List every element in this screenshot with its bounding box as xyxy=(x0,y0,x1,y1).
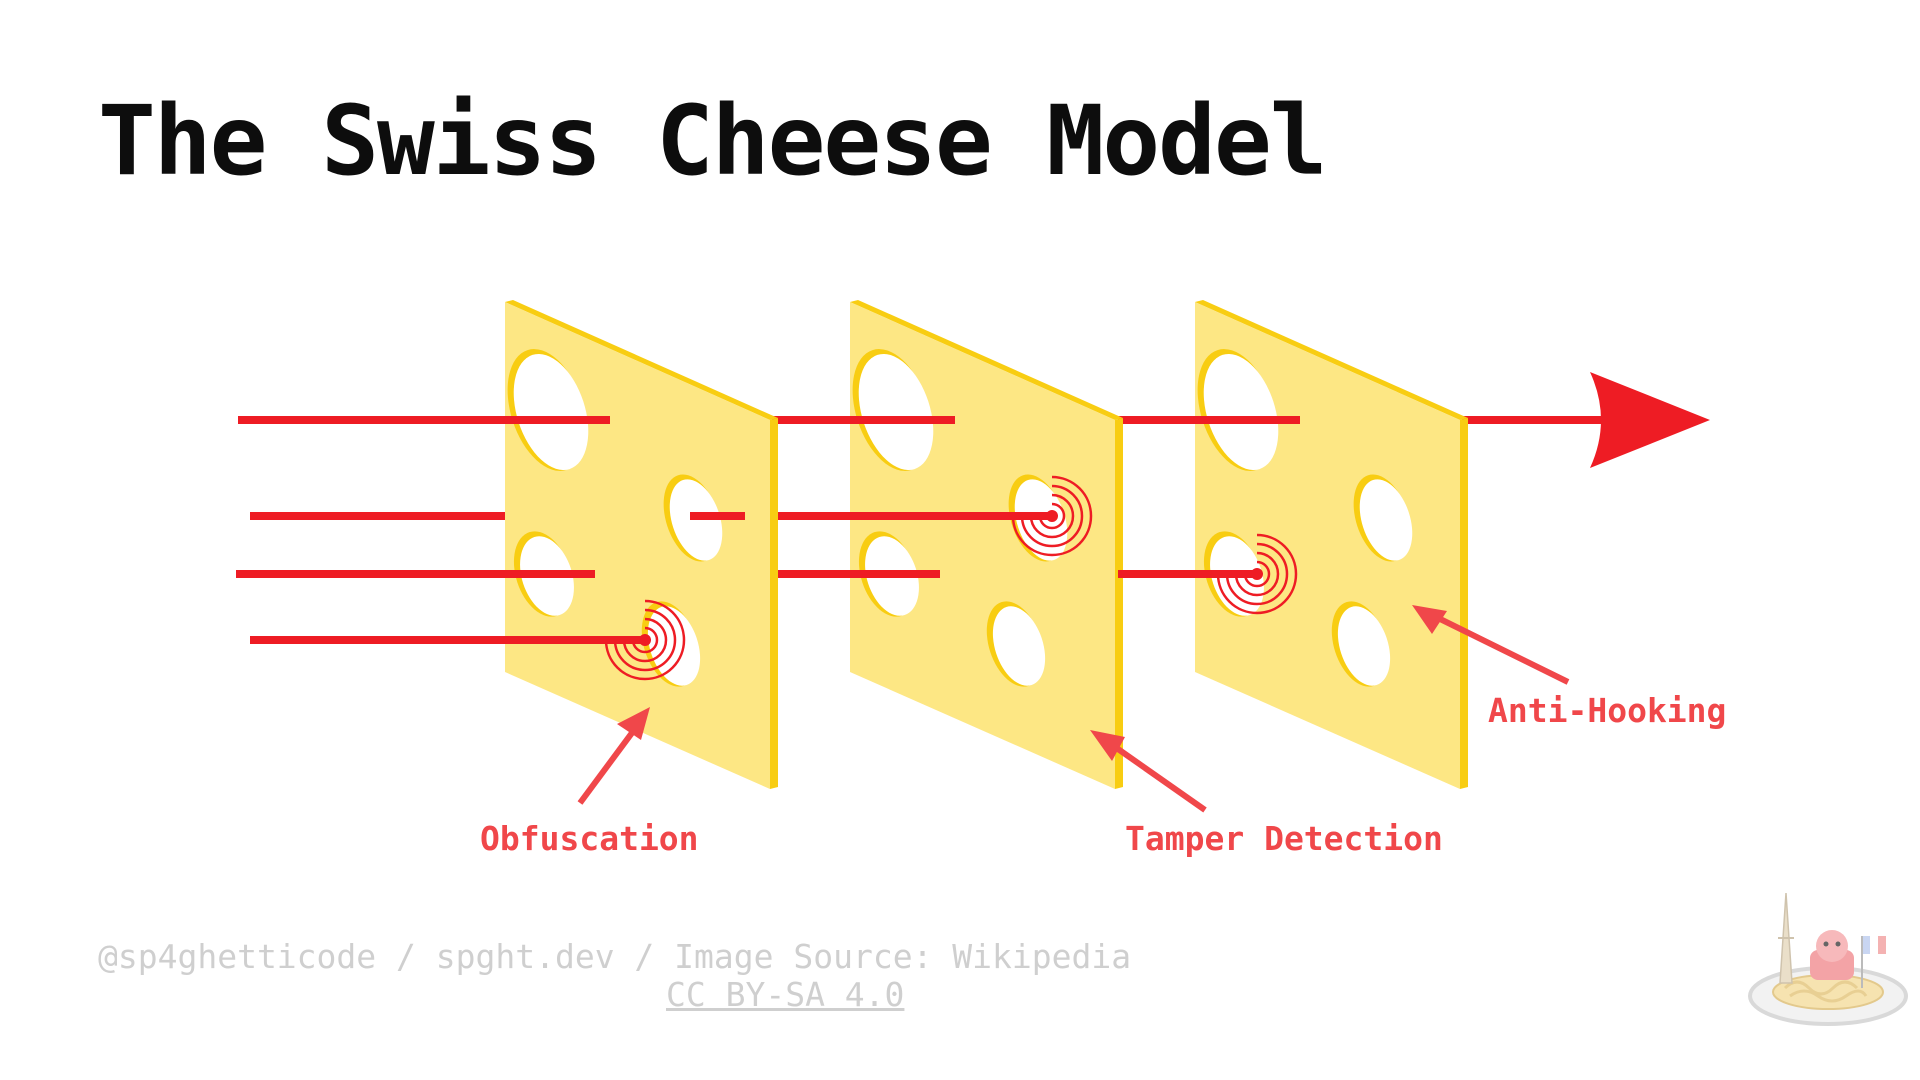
label-anti-hooking: Anti-Hooking xyxy=(1488,691,1726,730)
label-tamper-detection: Tamper Detection xyxy=(1125,819,1443,858)
arrow-head-icon xyxy=(1590,372,1710,468)
footer: @sp4ghetticode / spght.dev / Image Sourc… xyxy=(98,938,1131,1014)
label-obfuscation: Obfuscation xyxy=(480,819,699,858)
license-link[interactable]: CC BY-SA 4.0 xyxy=(666,976,1131,1014)
footer-credit: @sp4ghetticode / spght.dev / Image Sourc… xyxy=(98,937,1131,976)
spaghetti-logo-icon xyxy=(1740,888,1910,1038)
cheese-slice-3 xyxy=(1183,300,1468,789)
